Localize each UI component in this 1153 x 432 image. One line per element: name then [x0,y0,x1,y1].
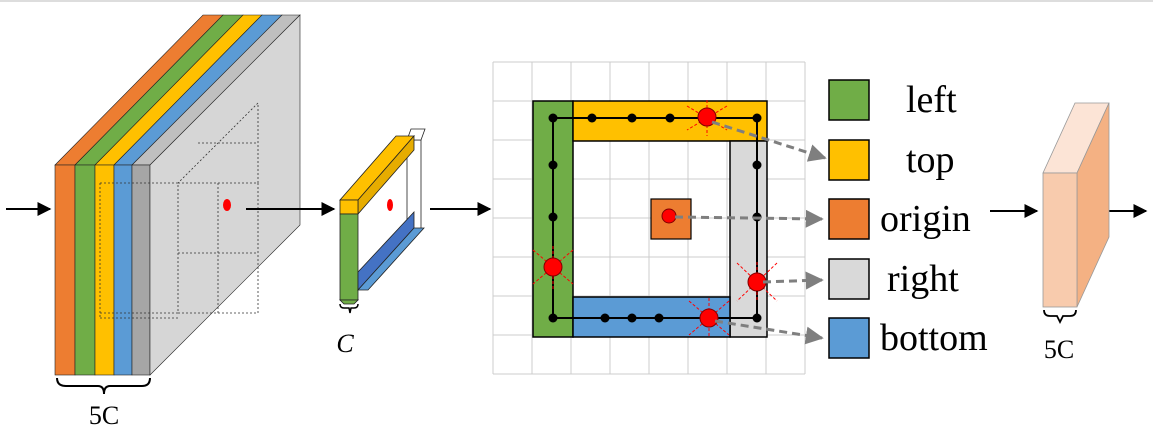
pooled-channels-label: C [336,329,354,358]
legend-item-bottom: bottom [828,317,988,359]
legend: left top origin right bottom [828,79,988,359]
left-max-point [543,257,563,277]
legend-item-left: left [828,79,957,121]
legend-label-right: right [887,258,959,300]
legend-swatch-origin [828,198,870,240]
input-width-label: 5C [89,401,119,430]
pooled-border-block: C [336,128,426,358]
input-width-brace [56,377,151,395]
output-width-label: 5C [1044,335,1074,364]
legend-swatch-top [828,139,870,181]
pooled-sample-dot [387,199,393,211]
dotted-region [99,102,259,319]
input-feature-stack: 5C [54,14,301,430]
legend-item-top: top [828,139,955,181]
sampling-grid [492,61,827,375]
legend-swatch-left [828,79,870,121]
legend-swatch-bottom [828,317,870,359]
legend-label-bottom: bottom [880,317,988,359]
output-block: 5C [1042,102,1110,364]
sample-dot [223,199,231,211]
legend-label-left: left [906,79,957,121]
bottom-max-point [699,308,719,328]
legend-swatch-right [828,258,870,300]
top-max-point [697,107,717,127]
origin-point [661,208,677,224]
legend-label-origin: origin [880,198,971,240]
legend-item-origin: origin [828,198,971,240]
right-border-strip [729,140,768,338]
legend-label-top: top [906,139,955,181]
legend-item-right: right [828,258,959,300]
